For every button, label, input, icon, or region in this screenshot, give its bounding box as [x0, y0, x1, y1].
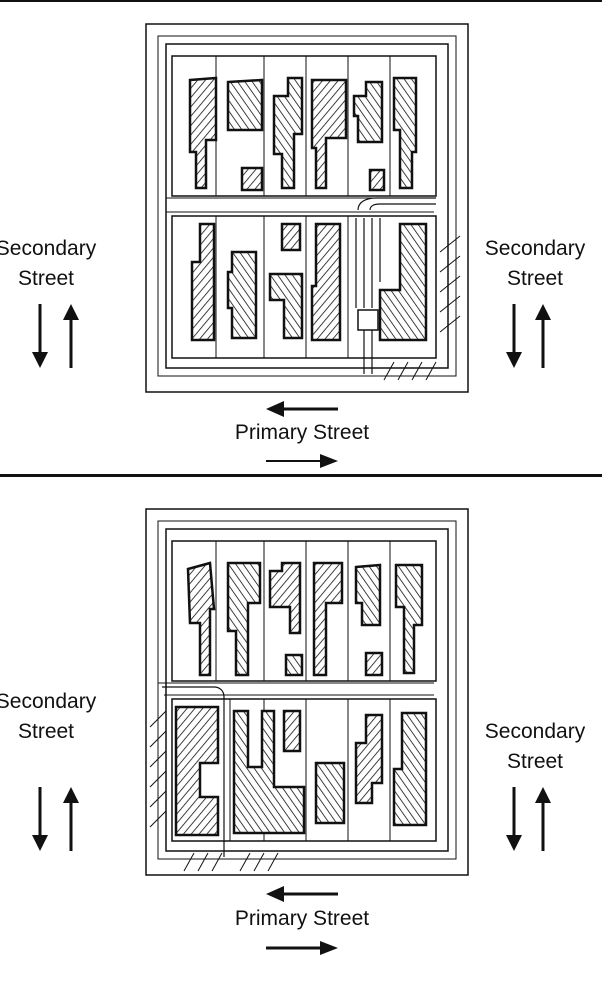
arrow-down-icon — [506, 787, 522, 851]
arrow-down-icon — [506, 304, 522, 368]
left-street-label: Secondary Street — [0, 234, 106, 294]
left-street-arrows — [32, 787, 79, 851]
panel-divider — [0, 474, 602, 477]
arrow-up-icon — [63, 304, 79, 368]
panel-bottom: Secondary Street Secondary Street Primar… — [0, 477, 602, 983]
primary-street-label: Primary Street — [234, 421, 370, 444]
left-street-label-line1: Secondary — [0, 237, 97, 260]
site-plan-top — [145, 23, 469, 393]
right-street-label: Secondary Street — [472, 717, 598, 777]
left-street-arrows — [32, 304, 79, 368]
arrow-up-icon — [535, 787, 551, 851]
panel-top: Secondary Street Secondary Street Primar… — [0, 0, 602, 475]
right-street-label: Secondary Street — [472, 234, 598, 294]
primary-street-arrow-left — [266, 886, 338, 902]
primary-street-arrow-right — [266, 941, 338, 955]
primary-street-label: Primary Street — [234, 907, 370, 930]
primary-street-arrow-left — [266, 401, 338, 417]
arrow-down-icon — [32, 304, 48, 368]
left-street-label-line1: Secondary — [0, 690, 97, 713]
arrow-up-icon — [535, 304, 551, 368]
right-street-label-line2: Street — [506, 267, 564, 290]
right-street-label-line2: Street — [506, 750, 564, 773]
right-street-label-line1: Secondary — [484, 237, 586, 260]
right-street-arrows — [506, 787, 551, 851]
primary-street-arrow-right — [266, 454, 338, 468]
right-street-arrows — [506, 304, 551, 368]
top-border — [0, 0, 602, 2]
right-street-label-line1: Secondary — [484, 720, 586, 743]
site-plan-bottom — [145, 508, 469, 876]
arrow-down-icon — [32, 787, 48, 851]
arrow-up-icon — [63, 787, 79, 851]
left-street-label: Secondary Street — [0, 687, 106, 747]
left-street-label-line2: Street — [17, 267, 75, 290]
left-street-label-line2: Street — [17, 720, 75, 743]
